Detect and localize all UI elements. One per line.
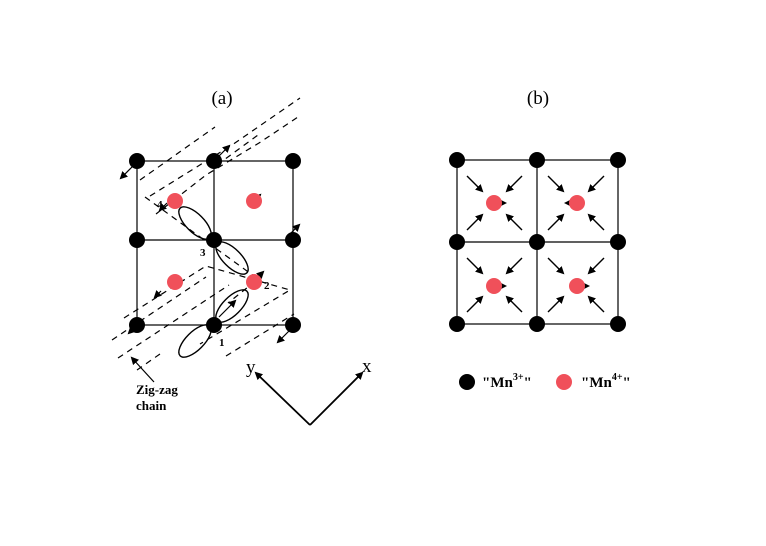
mn3-site <box>449 234 465 250</box>
mn3-site <box>206 153 222 169</box>
site-number-4: 4 <box>157 199 163 211</box>
mn4-site <box>246 274 262 290</box>
mn3-site <box>529 234 545 250</box>
mn4-site <box>486 278 502 294</box>
site-number-3: 3 <box>200 247 206 259</box>
mn3-site <box>206 232 222 248</box>
mn3-site <box>129 153 145 169</box>
mn4-site <box>569 195 585 211</box>
zigzag-boundaries <box>111 97 301 371</box>
panel-b-mn4-sites <box>486 195 585 294</box>
x-axis-arrow <box>309 371 364 426</box>
y-axis-label: y <box>246 357 256 378</box>
mn4-site <box>167 193 183 209</box>
panel-b-mn3-sites <box>449 152 626 332</box>
panel-a-mn3-sites <box>129 153 301 333</box>
displacement-arrow <box>158 202 168 212</box>
displacement-arrow <box>587 257 605 275</box>
mn4-site <box>486 195 502 211</box>
displacement-arrow <box>505 257 523 275</box>
chain-label-line2: chain <box>136 398 167 413</box>
displacement-arrow <box>466 175 484 193</box>
legend-mn4-swatch <box>556 374 572 390</box>
displacement-arrow <box>217 144 231 158</box>
mn3-site <box>285 153 301 169</box>
site-number-2: 2 <box>264 280 270 292</box>
mn4-site <box>167 274 183 290</box>
mn3-site <box>206 317 222 333</box>
site-number-1: 1 <box>219 337 225 349</box>
displacement-arrow <box>587 175 605 193</box>
y-axis-arrow <box>254 371 311 426</box>
displacement-arrow <box>587 213 605 231</box>
x-axis-label: x <box>362 356 372 377</box>
displacement-arrow <box>505 295 523 313</box>
displacement-arrow <box>119 165 134 180</box>
displacement-arrow <box>466 295 484 313</box>
mn3-site <box>529 316 545 332</box>
panel-a-mn4-sites <box>167 193 262 290</box>
displacement-arrow <box>547 295 565 313</box>
panel-a-label: (a) <box>211 88 232 109</box>
mn3-site <box>610 152 626 168</box>
displacement-arrow <box>276 330 290 344</box>
mn3-site <box>449 316 465 332</box>
mn3-site <box>449 152 465 168</box>
displacement-arrow <box>218 299 237 318</box>
mn3-site <box>129 232 145 248</box>
chain-label-line1: Zig-zag <box>136 382 178 397</box>
panel-b-label: (b) <box>527 88 549 109</box>
mn3-site <box>529 152 545 168</box>
axes: y x <box>246 356 372 426</box>
mn3-site <box>129 317 145 333</box>
legend-mn4-label: "Mn4+" <box>581 372 631 391</box>
mn3-site <box>610 316 626 332</box>
displacement-arrow <box>587 295 605 313</box>
legend-mn3-swatch <box>459 374 475 390</box>
displacement-arrow <box>466 257 484 275</box>
mn4-site <box>569 278 585 294</box>
displacement-arrow <box>153 289 163 299</box>
displacement-arrow <box>505 175 523 193</box>
panel-a: (a) <box>111 88 301 413</box>
legend: "Mn3+" "Mn4+" <box>459 372 631 391</box>
chain-pointer-arrow <box>130 356 155 383</box>
legend-mn3-label: "Mn3+" <box>482 372 532 391</box>
displacement-arrow <box>466 213 484 231</box>
panel-b: (b) <box>449 88 626 332</box>
displacement-arrow <box>505 213 523 231</box>
mn4-site <box>246 193 262 209</box>
mn3-site <box>285 317 301 333</box>
displacement-arrow <box>547 257 565 275</box>
displacement-arrow <box>547 175 565 193</box>
mn3-site <box>285 232 301 248</box>
mn3-site <box>610 234 626 250</box>
displacement-arrow <box>547 213 565 231</box>
